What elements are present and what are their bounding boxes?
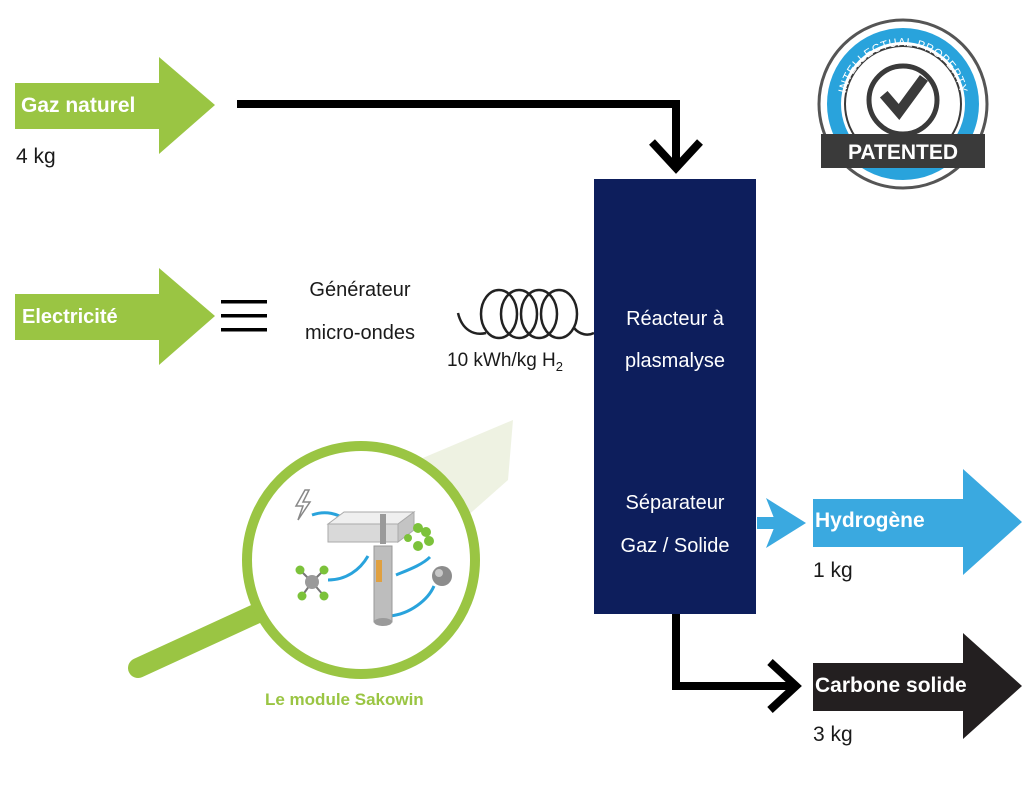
separator-label-line1: Séparateur	[625, 492, 725, 514]
methane-molecule-icon	[295, 565, 329, 601]
energy-consumption: 10 kWh/kg H2	[447, 350, 563, 374]
hydrogen-quantity: 1 kg	[813, 559, 853, 582]
reactor-block	[594, 179, 756, 614]
electricity-input-arrow	[15, 268, 215, 365]
electricity-input-label: Electricité	[22, 306, 118, 328]
reactor-label-line2: plasmalyse	[624, 350, 726, 372]
checkmark-icon	[879, 75, 928, 121]
carbon-output-label: Carbone solide	[815, 674, 967, 697]
gas-feed-line	[237, 100, 680, 166]
sakowin-module-illustration	[128, 420, 513, 679]
lightning-icon	[294, 489, 312, 521]
carbon-particle-icon	[432, 566, 452, 586]
microwave-coil-icon	[456, 288, 595, 340]
separator-label-line2: Gaz / Solide	[620, 535, 730, 557]
carbon-output-arrow	[813, 633, 1022, 739]
gas-feed-arrowhead	[649, 139, 703, 174]
equivalence-icon	[221, 300, 267, 332]
generator-label-line1: Générateur	[309, 279, 411, 301]
hydrogen-small-arrow	[757, 498, 806, 548]
gas-quantity: 4 kg	[16, 145, 56, 168]
gas-input-label: Gaz naturel	[21, 94, 136, 117]
module-caption: Le module Sakowin	[265, 690, 424, 709]
carbon-output-arrowhead	[767, 659, 802, 713]
hydrogen-output-label: Hydrogène	[815, 509, 925, 532]
carbon-quantity: 3 kg	[813, 723, 853, 746]
energy-value: 10 kWh/kg H	[447, 350, 556, 371]
carbon-output-line	[672, 613, 796, 690]
patented-badge: INTELLECTUAL PROPERTY PATENTED	[817, 18, 989, 190]
energy-subscript: 2	[555, 358, 563, 374]
hydrogen-output-arrow	[813, 469, 1022, 575]
generator-label-line2: micro-ondes	[304, 322, 416, 344]
svg-text:PATENTED: PATENTED	[848, 141, 958, 164]
hydrogen-molecules-icon	[404, 523, 434, 551]
gas-input-arrow	[15, 57, 215, 154]
reactor-label-line1: Réacteur à	[626, 308, 724, 330]
